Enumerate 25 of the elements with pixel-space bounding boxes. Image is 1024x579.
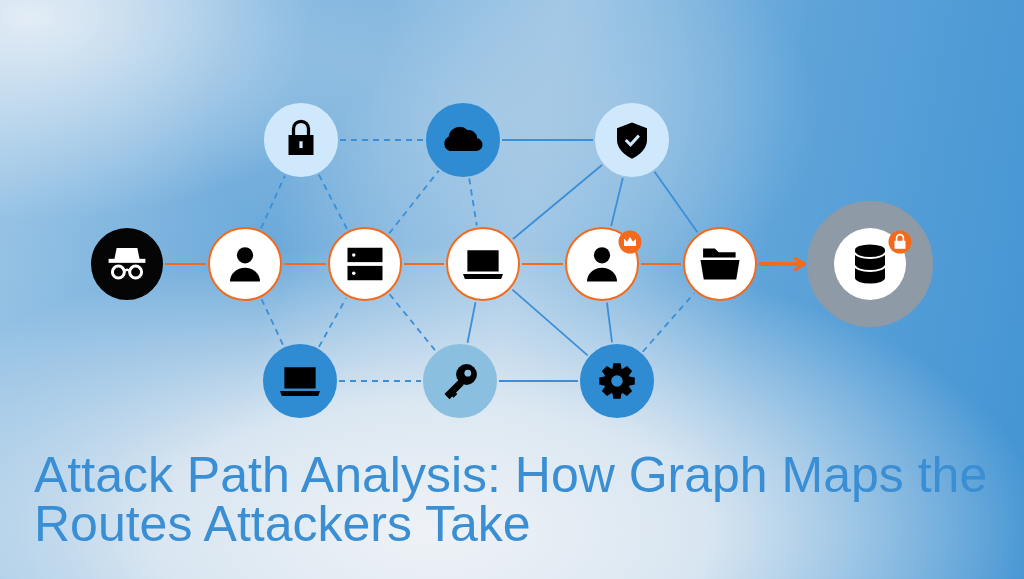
connector-line: [466, 301, 477, 344]
dashed-line: [318, 297, 347, 348]
dashed-line: [468, 177, 478, 227]
connector-line: [521, 263, 564, 265]
connector-line: [511, 288, 589, 357]
dashed-line: [260, 298, 285, 347]
dashed-line: [260, 174, 286, 230]
connector-line: [653, 170, 699, 234]
arrow: [759, 256, 807, 272]
connector-line: [283, 263, 327, 265]
dashed-line: [641, 292, 696, 353]
dashed-line: [339, 139, 425, 141]
connector-line: [498, 380, 579, 382]
connector-line: [512, 164, 603, 240]
title: Attack Path Analysis: How Graph Maps the Routes Attackers Take: [34, 451, 989, 549]
connector-line: [501, 139, 594, 141]
connector-line: [640, 263, 682, 265]
dashed-line: [318, 173, 348, 231]
connector-line: [606, 301, 613, 344]
connector-line: [610, 177, 624, 227]
connector-line: [403, 263, 445, 265]
connector-line: [164, 263, 207, 265]
dashed-line: [388, 169, 440, 235]
dashed-line: [338, 380, 422, 382]
dashed-line: [388, 293, 437, 352]
